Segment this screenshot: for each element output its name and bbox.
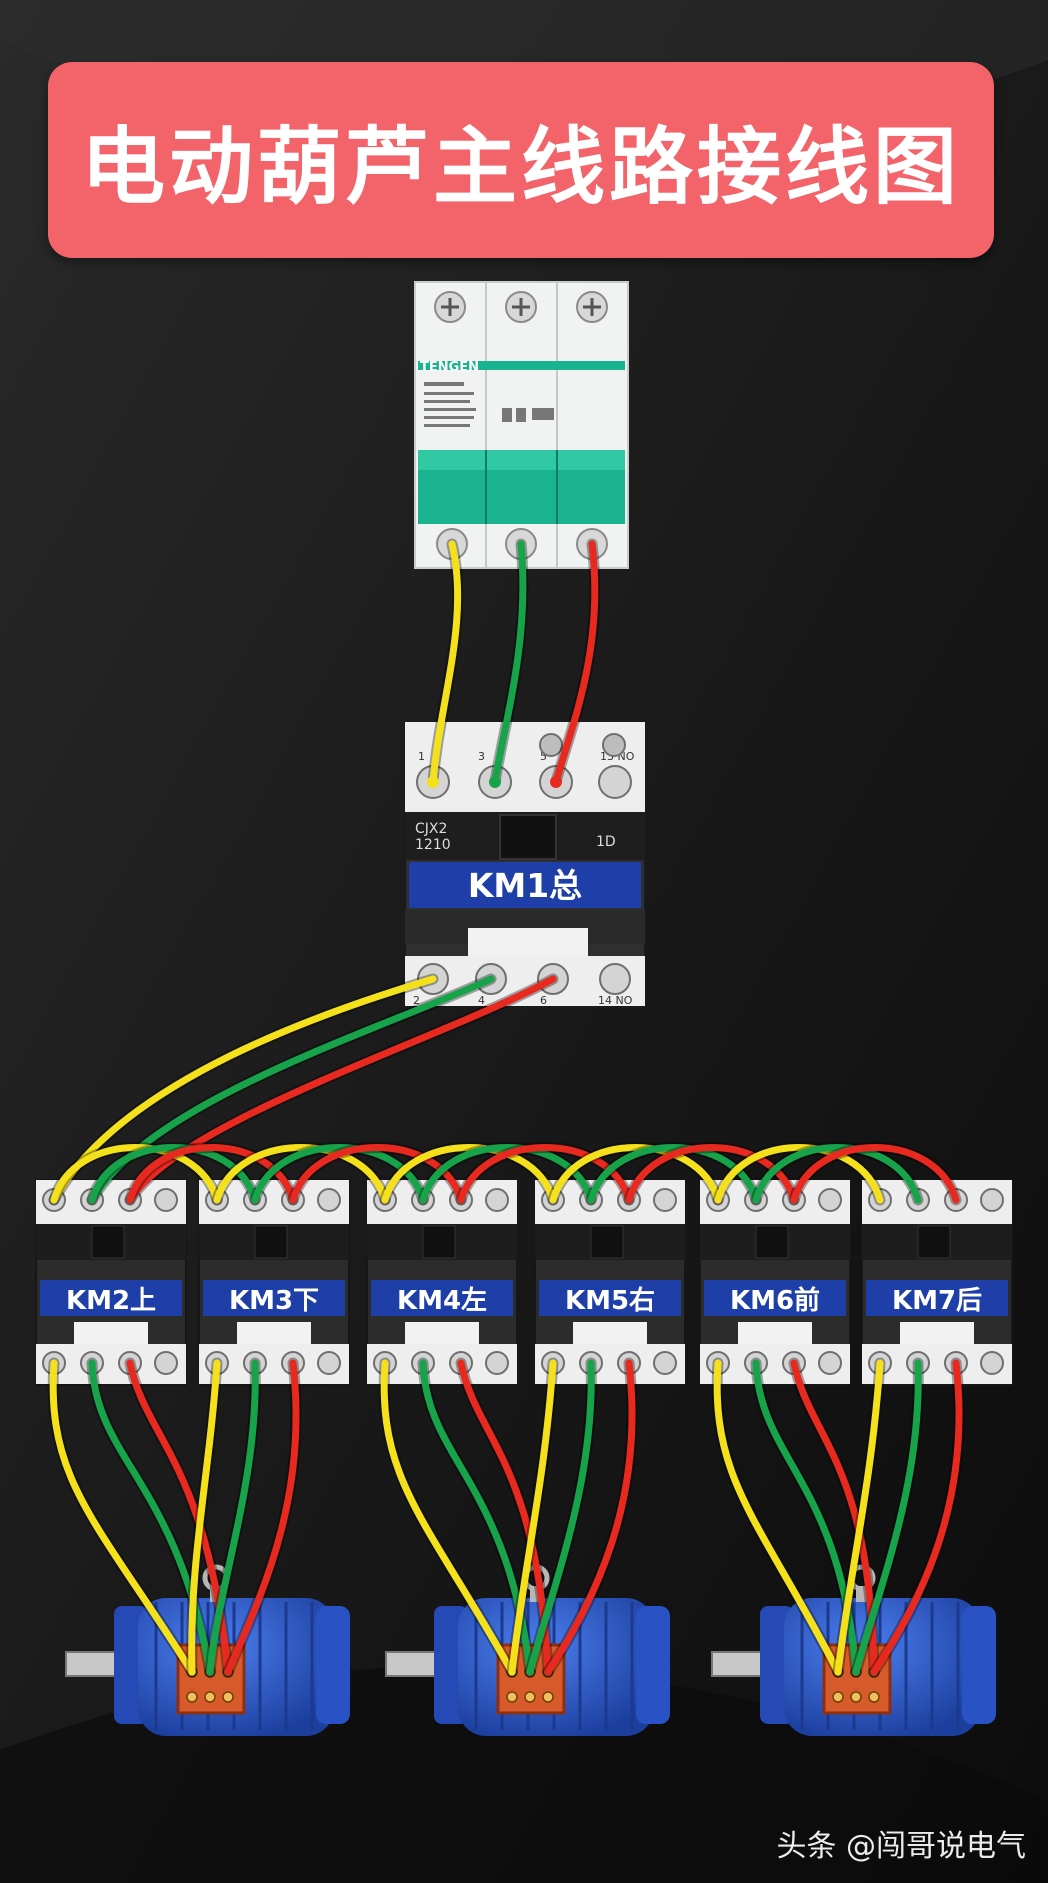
terminal-screw [154,1188,178,1212]
contactor-label: KM7后 [892,1286,982,1316]
title-banner: 电动葫芦主线路接线图 [48,62,994,258]
breaker-handles [418,450,625,524]
terminal-screw [653,1351,677,1375]
svg-text:5: 5 [540,750,547,763]
wire-jumper [790,1144,960,1204]
breaker-stripe [418,361,625,370]
wire-jumper [213,1144,389,1204]
contactor-label: KM4左 [397,1286,487,1316]
terminal-screw [818,1188,842,1212]
km1-model: CJX2 [415,821,447,837]
km1-label: KM1总 [468,866,582,905]
wire-l3 [552,540,599,786]
wire-jumper [88,1144,259,1204]
wire-end [489,776,501,788]
wire-l1 [429,540,462,786]
contactor-label: KM2上 [66,1286,156,1316]
contactor-label-plate [371,1280,513,1316]
motor-3 [711,1564,996,1736]
wire-end [550,776,562,788]
page-title: 电动葫芦主线路接线图 [80,117,961,216]
contactor-label: KM3下 [229,1286,319,1316]
terminal-screw [317,1188,341,1212]
breaker-brand: TENGEN [420,360,479,375]
svg-text:4: 4 [478,994,485,1007]
wire-l2 [491,540,527,786]
contactor-7: KM7后 [861,1179,1013,1386]
svg-text:2: 2 [413,994,420,1007]
terminal-screw [485,1188,509,1212]
contactor-label-plate [539,1280,681,1316]
wire-l3 [126,1359,232,1676]
wire-end [427,776,439,788]
svg-text:6: 6 [540,994,547,1007]
wire-jumper [251,1144,427,1204]
contactor-2: KM2上 [35,1179,187,1386]
breaker-top-screws [434,291,608,323]
km1-label-plate [409,862,641,908]
wire-l3 [870,1359,963,1676]
contactor-label-plate [203,1280,345,1316]
svg-text:3: 3 [478,750,485,763]
km1-bottom-terminal-labels: 2 4 6 14 NO [413,994,633,1007]
contactor-4: KM4左 [366,1179,518,1386]
terminal-screw [818,1351,842,1375]
terminal-screw [154,1351,178,1375]
motor-row [65,1564,996,1736]
wire-l3 [544,1359,636,1676]
wire-l1 [188,1359,221,1676]
terminal-screw [980,1188,1004,1212]
wire-jumper [50,1144,221,1204]
wire-jumper [549,1144,722,1204]
wire-jumper [289,1144,465,1204]
svg-text:14 NO: 14 NO [598,994,633,1007]
terminal-screw [980,1351,1004,1375]
contactor-6: KM6前 [699,1179,851,1386]
contactor-label: KM5右 [565,1286,655,1316]
wire-jumper [126,1144,297,1204]
wire-l3 [224,1359,300,1676]
contactor-label: KM6前 [730,1285,820,1316]
terminal-screw [485,1351,509,1375]
wire-jumper [587,1144,760,1204]
wire-l1 [713,1359,842,1676]
watermark: 头条 @闯哥说电气 [776,1829,1026,1864]
contactor-5: KM5右 [534,1179,686,1386]
wire-jumper [381,1144,557,1204]
km1-model-code: 1210 [415,837,451,853]
breaker-fine-print [424,382,554,427]
wire-l2 [206,1359,259,1676]
wire-l2 [526,1359,595,1676]
circuit-breaker: TENGEN [414,281,629,569]
wires [47,538,965,1678]
main-contactor: 1 3 5 13 NO CJX2 1210 1D KM1总 [404,721,646,1008]
contactor-label-plate [866,1280,1008,1316]
contactor-label-plate [40,1280,182,1316]
terminal-screw [653,1188,677,1212]
wire-jumper [419,1144,595,1204]
wire-l3 [126,975,557,1204]
wire-l1 [49,1359,196,1676]
wire-l1 [50,975,437,1204]
contactor-3: KM3下 [198,1179,350,1386]
wire-l3 [457,1359,552,1676]
wire-l1 [508,1359,557,1676]
wire-jumper [625,1144,798,1204]
contactor-label-plate [704,1280,846,1316]
wire-l2 [852,1359,922,1676]
wire-jumper [714,1144,884,1204]
wire-l1 [380,1359,516,1676]
wire-jumper [752,1144,922,1204]
km1-aux-label: 1D [596,834,616,850]
wire-l3 [790,1359,878,1676]
contactor-row: KM2上 KM3下 KM4左 KM5右 KM6前 KM7后 [35,1179,1013,1386]
motor-2 [385,1564,670,1736]
wire-jumper [457,1144,633,1204]
wire-l1 [834,1359,884,1676]
terminal-screw [317,1351,341,1375]
svg-text:1: 1 [418,750,425,763]
